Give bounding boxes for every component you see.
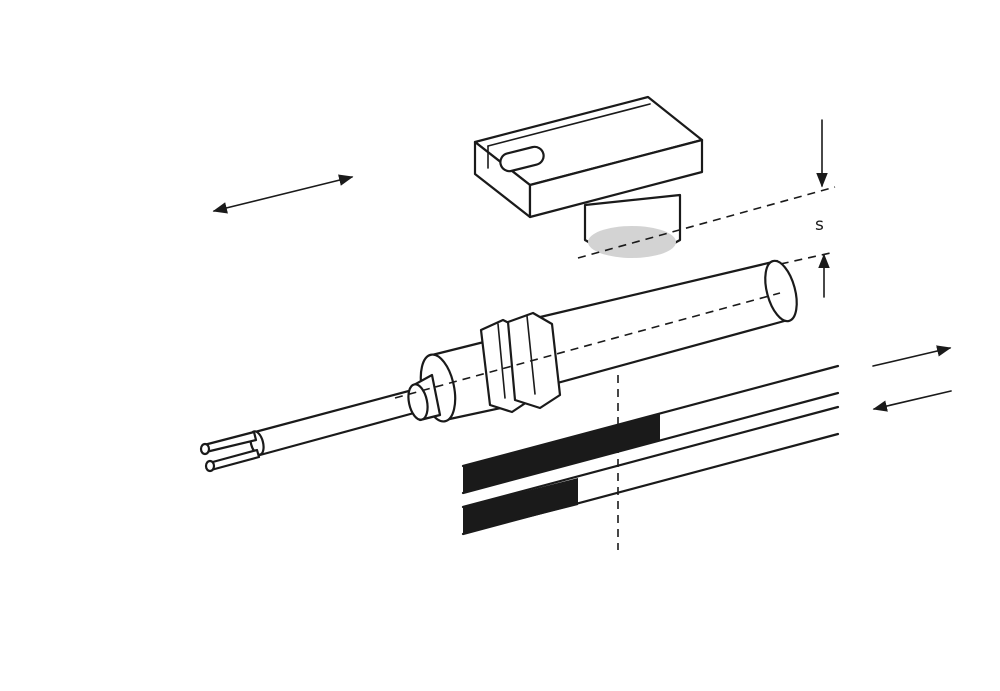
travel-arrow-right (872, 345, 952, 367)
actuator-side-face (528, 138, 704, 219)
wire-2 (207, 448, 261, 472)
gap-label: s (815, 215, 824, 235)
wire-1 (202, 430, 258, 454)
upper-rail-stripe (463, 413, 660, 493)
mounting-slot-icon (499, 145, 545, 173)
travel-arrow-left (872, 390, 952, 412)
sensor-barrel (534, 259, 794, 387)
sensing-face (588, 226, 676, 258)
lower-rail-stripe (463, 478, 578, 534)
motion-double-arrow (212, 174, 354, 214)
sensor-cable (199, 386, 427, 473)
guide-rails (461, 364, 840, 550)
reed-sensor (394, 259, 798, 423)
magnet-actuator (473, 95, 704, 258)
